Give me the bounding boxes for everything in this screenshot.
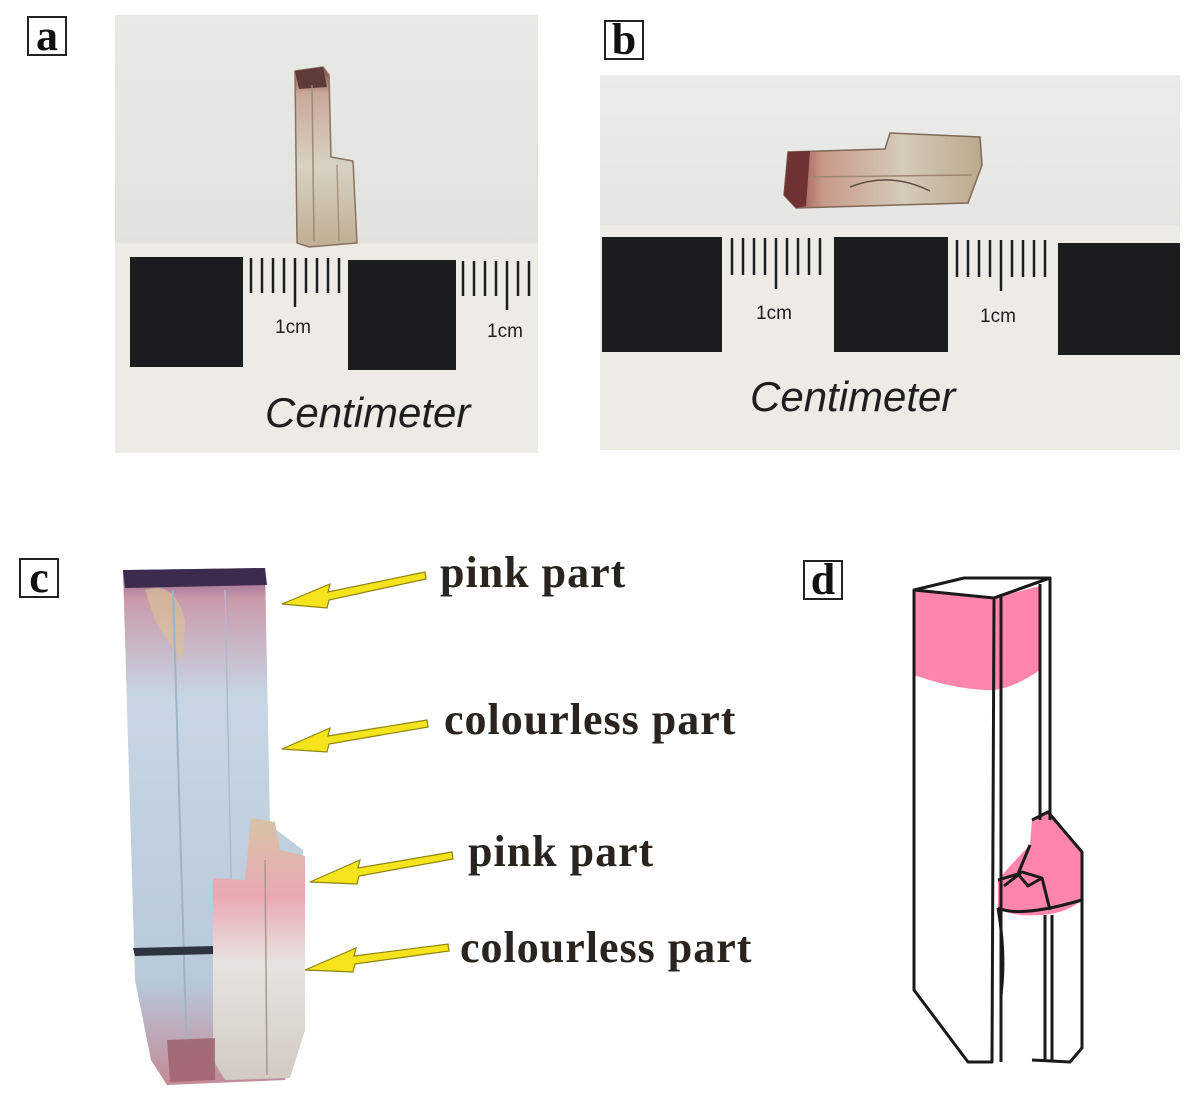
crystal-specimen (294, 66, 358, 248)
arrow-icon (309, 851, 454, 885)
ruler-block (130, 257, 243, 367)
ruler-block (834, 237, 948, 352)
panel-label-a: a (27, 14, 67, 58)
ruler-ticks (730, 238, 1047, 291)
crystal-schematic (912, 576, 1084, 1064)
ruler-unit-label: 1cm (275, 317, 311, 338)
callout-arrows (281, 571, 454, 973)
ruler-caption: Centimeter (265, 389, 472, 436)
panel-label-c: c (19, 556, 59, 600)
arrow-icon (304, 943, 450, 973)
ruler-block (348, 260, 456, 370)
photo-b: 1cm 1cm Centimeter (600, 75, 1180, 450)
pink-zone (914, 586, 1082, 916)
ruler-unit-label: 1cm (756, 303, 792, 324)
ruler-caption: Centimeter (750, 373, 957, 420)
crystal-specimen (783, 132, 983, 209)
arrow-icon (281, 719, 429, 753)
photo-c (115, 560, 320, 1090)
crystal-outline (912, 576, 1084, 1064)
photo-a: 1cm 1cm Centimeter (115, 15, 538, 453)
crystal-specimen (123, 568, 305, 1085)
panel-label-b: b (604, 18, 644, 62)
annotation-pink-part-top: pink part (440, 548, 627, 597)
panel-label-d: d (803, 558, 843, 602)
ruler-block (1058, 243, 1180, 355)
annotation-colourless-part-top: colourless part (444, 695, 737, 744)
annotation-pink-part-bottom: pink part (468, 827, 655, 876)
ruler-ticks (249, 258, 531, 310)
annotation-colourless-part-bottom: colourless part (460, 923, 753, 972)
ruler-unit-label: 1cm (487, 321, 523, 342)
ruler-unit-label: 1cm (980, 306, 1016, 327)
ruler-block (602, 237, 722, 352)
arrow-icon (281, 571, 427, 609)
